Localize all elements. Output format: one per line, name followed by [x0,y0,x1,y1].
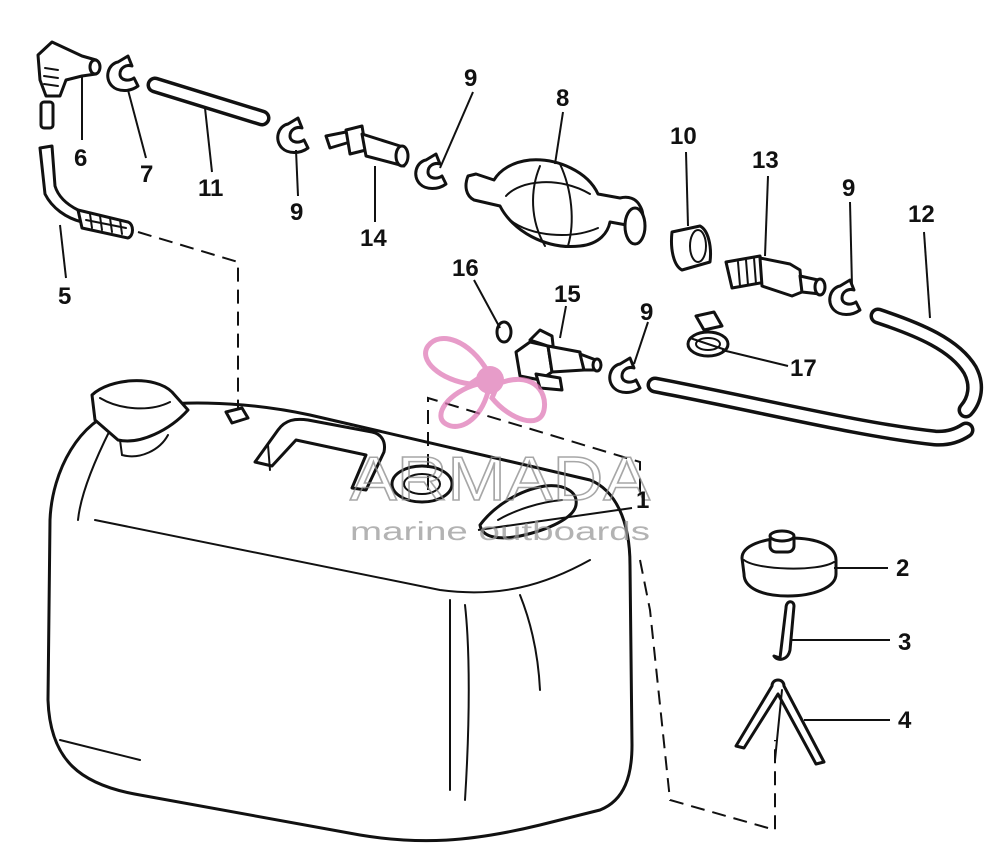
callout-leaders [59,75,931,721]
filler-cap [740,529,838,598]
watermark-tagline: marine outboards [350,516,650,546]
callout-16: 16 [452,255,479,282]
callout-numbers: 1 2 3 4 5 6 7 8 9 9 9 9 10 11 12 13 14 1… [58,65,935,734]
callout-1: 1 [636,487,649,514]
assembly-line-pickup [137,231,239,410]
fuel-hose-short [146,76,271,127]
callout-5: 5 [58,283,71,310]
hose-clip-9c [828,278,862,316]
fuel-tank [46,379,634,843]
callout-15: 15 [554,281,581,308]
watermark: ARMADA marine outboards [349,336,651,546]
callout-13: 13 [752,147,779,174]
cap-retainer-clip [772,600,796,661]
callout-10: 10 [670,123,697,150]
pickup-tube [38,144,134,240]
callout-3: 3 [898,629,911,656]
callout-9c: 9 [842,175,855,202]
fuel-hose-long [646,307,984,447]
callout-4: 4 [898,707,912,734]
primer-bulb [464,158,647,249]
tank-connector [324,124,410,168]
callout-8: 8 [556,85,569,112]
hose-clip-9d [608,356,642,394]
callout-14: 14 [360,225,387,252]
hose-clip-7 [106,54,140,92]
engine-connector [724,254,827,298]
connector-collar [670,224,712,272]
callout-17: 17 [790,355,817,382]
assembly-line-cap [639,559,776,832]
callout-12: 12 [908,201,935,228]
tank-valve [514,328,603,392]
callout-9b: 9 [464,65,477,92]
callout-6: 6 [74,145,87,172]
hose-clip-9a [276,116,310,154]
callout-9a: 9 [290,199,303,226]
elbow-fitting [36,40,102,98]
callout-9d: 9 [640,299,653,326]
cap-chain [734,678,826,766]
watermark-brand: ARMADA [350,445,651,514]
callout-11: 11 [198,175,223,202]
pickup-connector [39,100,55,130]
callout-2: 2 [896,555,909,582]
callout-7: 7 [140,161,153,188]
hose-clip-9b [414,152,448,190]
propeller-logo-icon [423,336,548,429]
assembly-line-filler [427,396,641,500]
hose-clamp [686,310,730,358]
